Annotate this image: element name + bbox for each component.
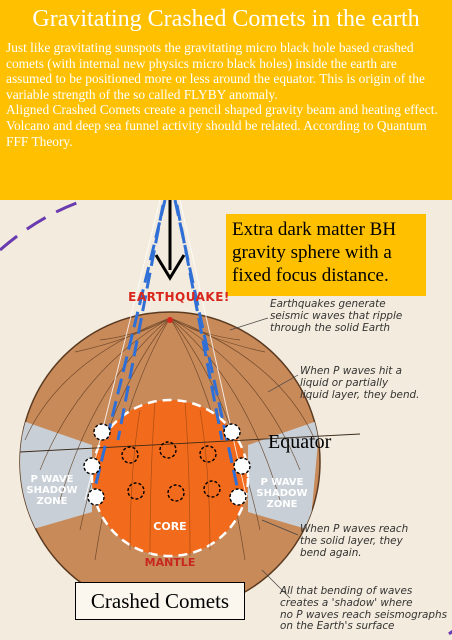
annotation-solid: When P waves reach the solid layer, they…: [300, 523, 409, 559]
core-disc: [92, 400, 248, 556]
comet-inner-3: [199, 445, 217, 463]
dark-matter-callout: Extra dark matter BH gravity sphere with…: [226, 214, 426, 296]
annotation-seismic: Earthquakes generate seismic waves that …: [270, 298, 403, 334]
shadow-zone-left-label: P WAVE SHADOW ZONE: [26, 474, 78, 507]
gravity-beam: [90, 199, 242, 501]
comet-outer-2: [83, 457, 101, 475]
mantle-label: MANTLE: [144, 556, 196, 569]
comet-inner-6: [203, 480, 221, 498]
dark-matter-line-2: gravity sphere with a: [232, 242, 392, 263]
comet-outer-5: [233, 457, 251, 475]
dark-matter-line-1: Extra dark matter BH: [232, 219, 397, 240]
crashed-comets-outer: [83, 423, 251, 506]
shadow-zone-right-label: P WAVE SHADOW ZONE: [256, 477, 308, 510]
core-rays: [129, 401, 211, 557]
comet-outer-3: [87, 488, 105, 506]
earthquake-label: EARTHQUAKE!: [128, 290, 230, 304]
comet-outer-4: [223, 423, 241, 441]
core-boundary: [90, 398, 250, 558]
comet-outer-6: [229, 488, 247, 506]
shadow-zone-left-wedge: [20, 420, 92, 530]
core-label: CORE: [153, 520, 187, 533]
comet-outer-1: [93, 423, 111, 441]
seismic-rays: [24, 317, 316, 561]
comet-inner-5: [167, 484, 185, 502]
annotation-pointers: [229, 317, 299, 599]
comet-inner-1: [121, 446, 139, 464]
intro-paragraph-2: Aligned Crashed Comets create a pencil s…: [6, 102, 438, 149]
equator-label: Equator: [268, 431, 332, 453]
crashed-comets-label: Crashed Comets: [75, 582, 245, 620]
crashed-comets-inner: [121, 441, 221, 502]
shadow-zone-right-wedge: [248, 420, 320, 530]
annotation-shadow: All that bending of waves creates a 'sha…: [280, 585, 447, 633]
page-title: Gravitating Crashed Comets in the earth: [32, 6, 420, 32]
intro-banner: Gravitating Crashed Comets in the earth …: [0, 0, 452, 200]
focus-arrow: [154, 195, 186, 281]
comet-inner-2: [159, 441, 177, 459]
earthquake-focus: [167, 317, 173, 323]
beam-outline: [84, 199, 248, 501]
intro-text: Just like gravitating sunspots the gravi…: [6, 40, 446, 149]
dark-matter-line-3: fixed focus distance.: [232, 265, 389, 286]
annotation-liquid: When P waves hit a liquid or partially l…: [300, 365, 420, 401]
dark-matter-sphere-left: [0, 198, 86, 252]
intro-paragraph-1: Just like gravitating sunspots the gravi…: [6, 40, 425, 102]
equator-line: [19, 433, 361, 453]
comet-inner-4: [127, 482, 145, 500]
